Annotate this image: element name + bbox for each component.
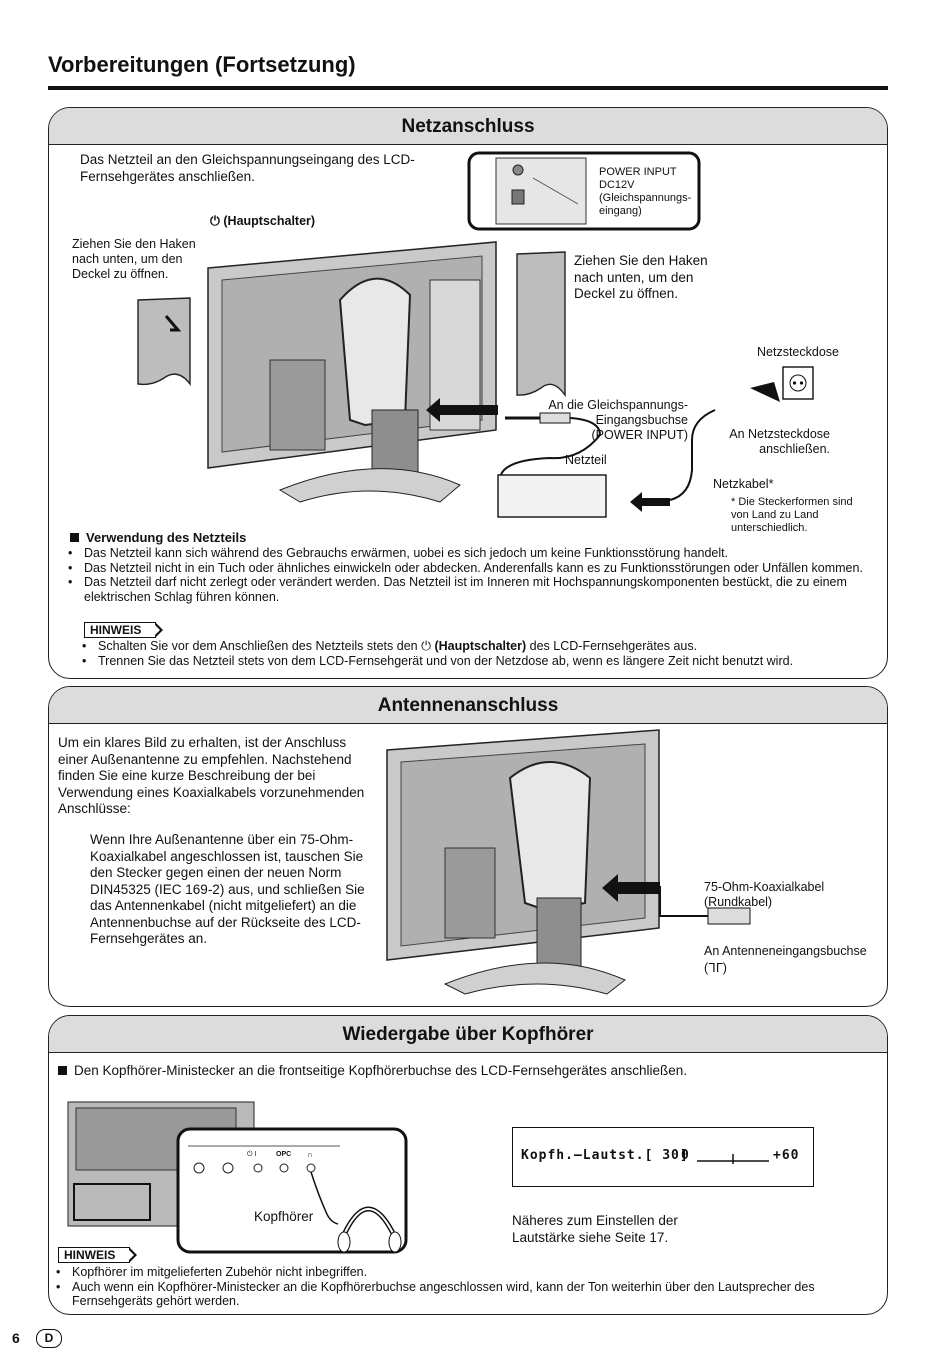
list-item: •Trennen Sie das Netzteil stets von dem … — [82, 653, 794, 668]
cover-right — [516, 251, 566, 398]
antenna-jack-label: An Antenneneingangsbuchse — [704, 944, 867, 958]
cover-left — [137, 297, 191, 387]
square-bullet-icon — [70, 533, 79, 542]
language-badge: D — [36, 1329, 62, 1348]
list-item: •Kopfhörer im mitgelieferten Zubehör nic… — [56, 1265, 368, 1279]
inset-label-2: DC12V — [599, 179, 635, 191]
osd-label: Kopfh.–Lautst.[ 30] — [521, 1148, 689, 1163]
headphone-label: Kopfhörer — [254, 1209, 314, 1224]
square-bullet-icon — [58, 1066, 67, 1075]
coax-label: 75-Ohm-Koaxialkabel (Rundkabel) — [704, 880, 825, 909]
list-item: •Das Netzteil kann sich während des Gebr… — [68, 546, 729, 560]
kopf-hinweis-list: •Kopfhörer im mitgelieferten Zubehör nic… — [50, 1265, 876, 1309]
title-rule — [48, 86, 888, 90]
antenna-jack-icon: (ᒣᒥ) — [704, 961, 727, 975]
coax-arrow — [602, 874, 751, 925]
list-item: •Schalten Sie vor dem Anschließen des Ne… — [82, 639, 698, 653]
section-heading-netzanschluss: Netzanschluss — [49, 108, 887, 145]
netz-hinweis-list: •Schalten Sie vor dem Anschließen des Ne… — [76, 639, 876, 668]
wall-socket-icon — [782, 366, 814, 400]
antenna-body: Wenn Ihre Außenantenne über ein 75-Ohm-K… — [90, 832, 365, 946]
list-item: •Das Netzteil darf nicht zerlegt oder ve… — [68, 575, 847, 604]
antenna-intro: Um ein klares Bild zu erhalten, ist der … — [58, 735, 365, 816]
hook-instruction-right: Ziehen Sie den Haken nach unten, um den … — [574, 253, 708, 301]
volume-note: Näheres zum Einstellen der Lautstärke si… — [512, 1213, 678, 1245]
power-symbol-icon: ⏻ — [210, 214, 220, 228]
hinweis-badge-netz: HINWEIS — [84, 621, 164, 639]
headphone-intro: Den Kopfhörer-Ministecker an die frontse… — [58, 1063, 687, 1080]
dc-input-label: An die Gleichspannungs- Eingangsbuchse (… — [548, 398, 688, 442]
hinweis-badge-kopf: HINWEIS — [58, 1246, 138, 1264]
osd-min: 0 — [681, 1148, 690, 1163]
section-heading-antennenanschluss: Antennenanschluss — [49, 687, 887, 724]
volume-osd: Kopfh.–Lautst.[ 30] 0 +60 — [512, 1127, 814, 1187]
page-title: Vorbereitungen (Fortsetzung) — [48, 52, 356, 77]
cable-diagram — [426, 382, 780, 518]
hook-instruction-left: Ziehen Sie den Haken nach unten, um den … — [72, 237, 196, 281]
inset-label-1: POWER INPUT — [599, 166, 677, 178]
osd-max: +60 — [773, 1148, 800, 1163]
headphone-jack-icon: ∩ — [307, 1150, 313, 1159]
inset-label-4: eingang) — [599, 205, 642, 217]
panel-power-label: ⏻ I — [247, 1151, 257, 1158]
adapter-label: Netzteil — [565, 453, 607, 467]
page-number: 6 — [12, 1330, 20, 1346]
volume-slider — [697, 1154, 769, 1164]
inset-label-3: (Gleichspannungs- — [599, 192, 692, 204]
list-item: •Das Netzteil nicht in ein Tuch oder ähn… — [68, 560, 863, 575]
usage-list: •Das Netzteil kann sich während des Gebr… — [62, 546, 872, 604]
section-heading-kopfhoerer: Wiedergabe über Kopfhörer — [49, 1016, 887, 1053]
usage-heading: Verwendung des Netzteils — [70, 530, 246, 545]
power-cable-label: Netzkabel* — [713, 477, 774, 491]
panel-opc-label: OPC — [276, 1151, 292, 1158]
mains-socket-label: An Netzsteckdose anschließen. — [729, 427, 830, 456]
socket-label: Netzsteckdose — [757, 345, 839, 359]
main-switch-label: ⏻ (Hauptschalter) — [210, 214, 316, 228]
power-input-inset — [467, 151, 701, 231]
power-symbol-icon: ⏻ — [421, 639, 431, 653]
list-item: •Auch wenn ein Kopfhörer-Ministecker an … — [56, 1279, 815, 1309]
tv-front-headphone-illustration — [67, 1101, 408, 1254]
plug-shape-footnote: * Die Steckerformen sind von Land zu Lan… — [731, 496, 853, 534]
tv-rear-illustration — [207, 241, 497, 503]
tv-rear-antenna-illustration — [386, 729, 660, 995]
netz-intro: Das Netzteil an den Gleichspannungseinga… — [80, 152, 415, 184]
